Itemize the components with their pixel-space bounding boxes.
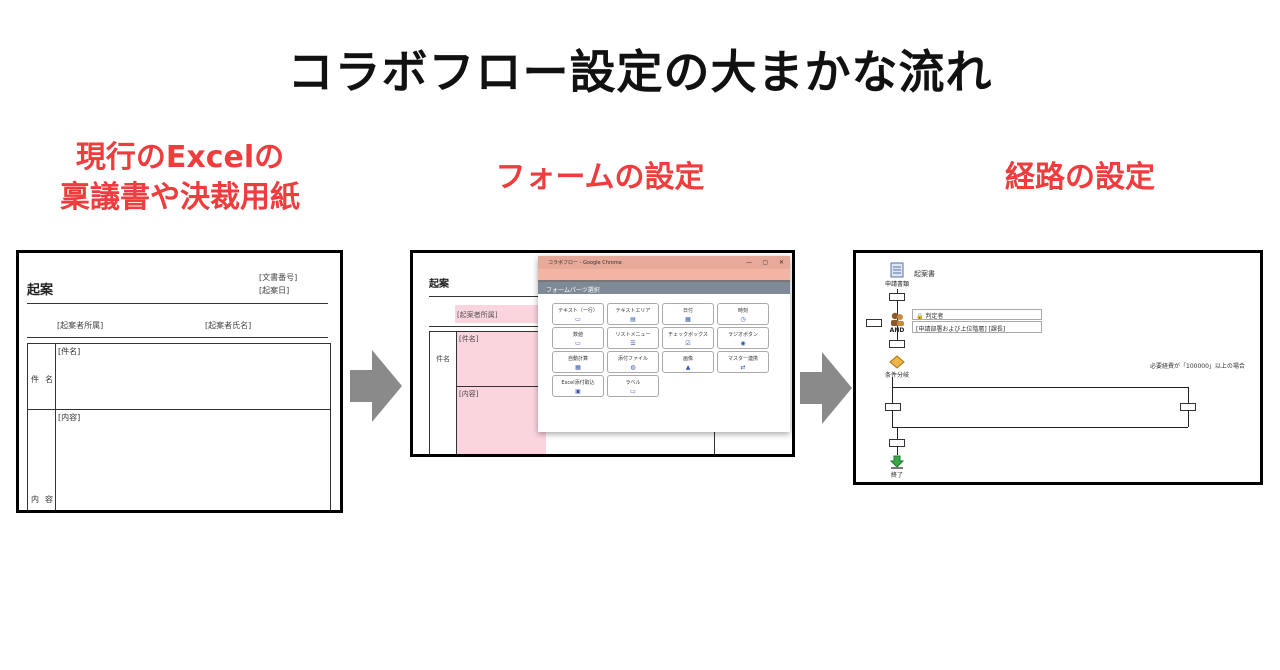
excel-icon: ▣ [575, 388, 581, 395]
end-download-icon [889, 455, 905, 469]
applicant-node-label: 申請書類 [884, 281, 909, 288]
part-button-label[interactable]: ラベル▭ [607, 375, 659, 397]
part-button-image[interactable]: 画像▲ [662, 351, 714, 373]
step-1-title: 現行のExcelの 稟議書や決裁用紙 [20, 138, 340, 218]
arrow-right-icon [800, 352, 852, 424]
list-icon: ☰ [630, 340, 636, 347]
form-content-placeholder: [内容] [459, 390, 479, 398]
form-subject-label: 件名 [436, 355, 450, 363]
form-settings-screenshot: 起案 [起案者所属] 件名 [件名] [内容] コラボフロー - Google … [410, 250, 795, 457]
branch-line [892, 387, 1188, 388]
form-doc-title: 起案 [429, 279, 449, 290]
part-button-attachment[interactable]: 添付ファイル◍ [607, 351, 659, 373]
part-button-excel-import[interactable]: Excel添付取込▣ [552, 375, 604, 397]
form-grid: 件名 [件名] [内容] [429, 331, 715, 454]
connector-icon[interactable] [889, 439, 905, 447]
grid-line [456, 386, 546, 387]
condition-node-label: 条件分岐 [884, 372, 909, 379]
part-button-date[interactable]: 日付▦ [662, 303, 714, 325]
excel-form-screenshot: 起案 [文書番号] [起案日] [起案者所属] [起案者氏名] 件 名 [件名]… [16, 250, 343, 513]
excel-content-label-2: 容 [45, 495, 53, 504]
grid-line [28, 409, 330, 410]
step-3-title: 経路の設定 [1005, 160, 1155, 195]
part-button-time[interactable]: 時刻◷ [717, 303, 769, 325]
excel-subject-placeholder: [件名] [58, 347, 81, 356]
part-button-textarea[interactable]: テキストエリア▤ [607, 303, 659, 325]
part-button-list-menu[interactable]: リストメニュー☰ [607, 327, 659, 349]
excel-content-placeholder: [内容] [58, 413, 81, 422]
document-icon [890, 262, 904, 278]
excel-form-grid: 件 名 [件名] [内容] 内 容 [27, 343, 331, 510]
divider [429, 296, 539, 297]
page-title: コラボフロー設定の大まかな流れ [287, 45, 993, 99]
connector-icon[interactable] [885, 403, 901, 411]
attachment-icon: ◍ [630, 364, 636, 371]
form-subject-placeholder: [件名] [459, 335, 479, 343]
step-1-title-line2: 稟議書や決裁用紙 [60, 180, 300, 215]
window-titlebar: コラボフロー - Google Chrome — ▢ ✕ [538, 256, 790, 269]
excel-content-label-1: 内 [31, 495, 39, 504]
divider [27, 337, 328, 338]
part-button-checkbox[interactable]: チェックボックス☑ [662, 327, 714, 349]
condition-text: 必要経費が「100000」以上の場合 [1150, 363, 1245, 370]
textarea-icon: ▤ [630, 316, 636, 323]
excel-draft-date: [起案日] [259, 286, 290, 295]
divider [429, 326, 539, 327]
divider [27, 303, 328, 304]
number-icon: ▭ [575, 340, 581, 347]
branch-line [892, 427, 1188, 428]
calendar-icon: ▦ [685, 316, 691, 323]
maximize-icon[interactable]: ▢ [762, 259, 768, 266]
approver-group-icon [891, 312, 904, 326]
connector-icon[interactable] [1180, 403, 1196, 411]
text-field-icon: ▭ [575, 316, 581, 323]
part-button-radio[interactable]: ラジオボタン◉ [717, 327, 769, 349]
judge-value[interactable]: [申請部署および上位階層] [課長] [912, 321, 1042, 333]
clock-icon: ◷ [740, 316, 746, 323]
connector-icon[interactable] [889, 293, 905, 301]
judge-header: 🔒 判定者 [912, 309, 1042, 320]
form-dept-field[interactable]: [起案者所属] [455, 305, 545, 323]
address-bar [538, 269, 790, 282]
excel-subject-label-1: 件 [31, 375, 39, 384]
excel-doc-number: [文書番号] [259, 273, 298, 282]
end-node-label: 終了 [890, 472, 903, 479]
and-label: AND [889, 327, 905, 334]
connector-icon[interactable] [889, 340, 905, 348]
condition-diamond-icon [889, 355, 905, 369]
excel-doc-meta: [文書番号] [起案日] [259, 271, 297, 297]
close-icon[interactable]: ✕ [778, 259, 784, 266]
part-button-auto-calc[interactable]: 自動計算▦ [552, 351, 604, 373]
connector-icon[interactable] [866, 319, 882, 327]
step-1-title-line1: 現行のExcelの [75, 140, 285, 175]
parts-dialog-window: コラボフロー - Google Chrome — ▢ ✕ フォームパーツ選択 テ… [538, 256, 790, 432]
excel-subject-label-2: 名 [45, 375, 53, 384]
excel-doc-title: 起案 [27, 283, 54, 298]
checkbox-icon: ☑ [685, 340, 691, 347]
route-settings-screenshot: 申請書類 起案書 AND 🔒 判定者 [申請部署および上位階層] [課長] 条件… [853, 250, 1263, 485]
judge-label: 判定者 [925, 313, 944, 320]
image-icon: ▲ [685, 364, 691, 371]
window-title: コラボフロー - Google Chrome [548, 260, 622, 266]
grid-line [55, 344, 56, 510]
part-button-master-link[interactable]: マスター連携⇄ [717, 351, 769, 373]
form-subject-field[interactable] [456, 332, 546, 454]
part-button-number[interactable]: 数値▭ [552, 327, 604, 349]
minimize-icon[interactable]: — [746, 259, 752, 266]
step-2-title: フォームの設定 [495, 160, 705, 195]
calculator-icon: ▦ [575, 364, 581, 371]
radio-icon: ◉ [740, 340, 746, 347]
excel-dept-label: [起案者所属] [57, 321, 104, 330]
lock-icon: 🔒 [916, 313, 924, 320]
excel-drafter-label: [起案者氏名] [205, 321, 252, 330]
link-icon: ⇄ [740, 364, 746, 371]
form-name: 起案書 [914, 270, 935, 278]
arrow-right-icon [350, 350, 402, 422]
branch-line [892, 377, 893, 427]
part-button-text-single[interactable]: テキスト（一行）▭ [552, 303, 604, 325]
label-icon: ▭ [630, 388, 636, 395]
parts-panel-header: フォームパーツ選択 [538, 282, 790, 294]
